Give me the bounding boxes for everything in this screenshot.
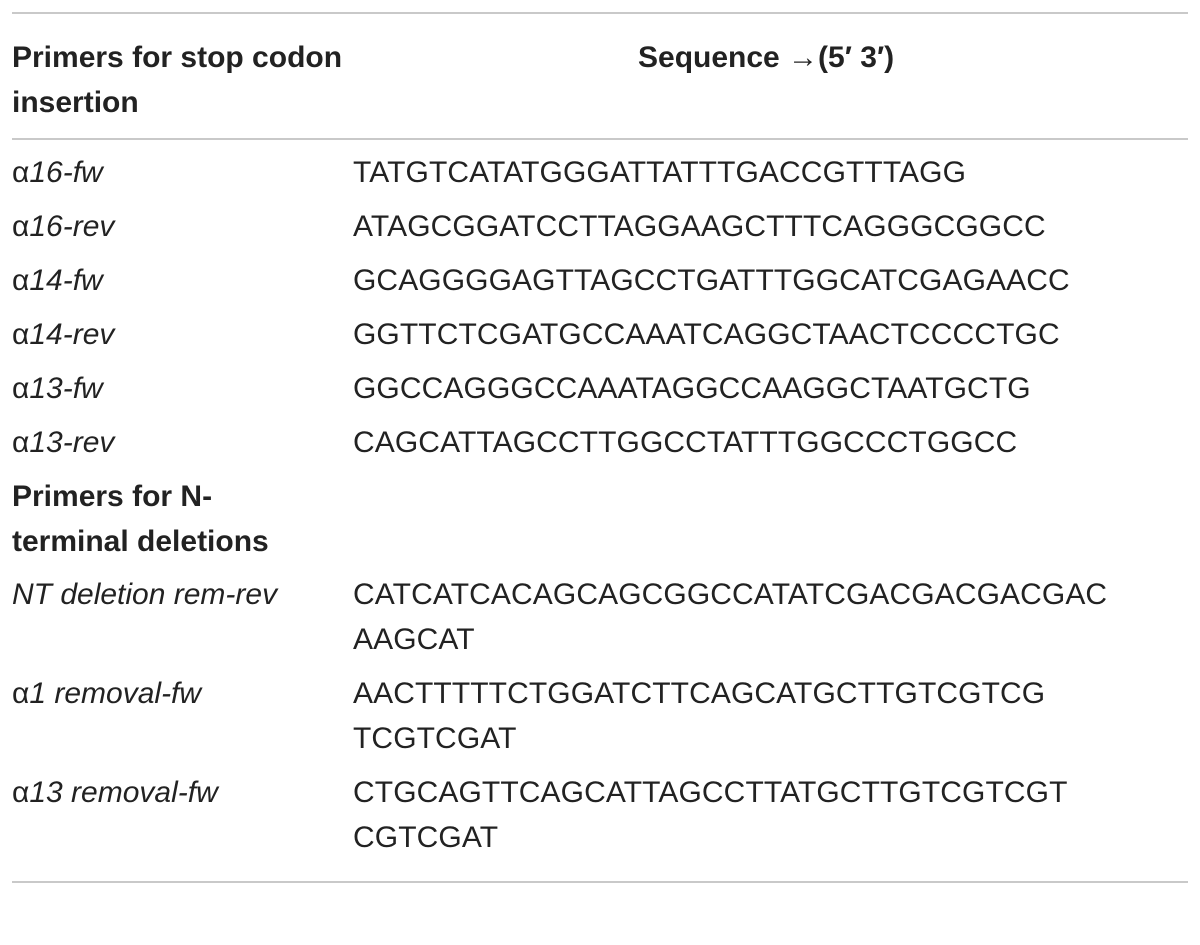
primer-name: α16-fw bbox=[12, 150, 353, 195]
primer-label: 13-fw bbox=[29, 372, 103, 405]
primer-name: α13-rev bbox=[12, 420, 353, 465]
table-row: α14-fw GCAGGGGAGTTAGCCTGATTTGGCATCGAGAAC… bbox=[12, 258, 1188, 312]
primer-label: 1 removal-fw bbox=[29, 677, 202, 710]
table-row: α16-fw TATGTCATATGGGATTATTTGACCGTTTAGG bbox=[12, 150, 1188, 204]
table-row: α14-rev GGTTCTCGATGCCAAATCAGGCTAACTCCCCT… bbox=[12, 312, 1188, 366]
table-header: Primers for stop codon insertion Sequenc… bbox=[12, 14, 1188, 138]
primer-label: NT deletion rem-rev bbox=[12, 578, 278, 611]
primer-prefix: α bbox=[12, 318, 30, 351]
primer-label: 14-fw bbox=[29, 264, 103, 297]
top-rule bbox=[12, 12, 1188, 14]
primer-name: α13 removal-fw bbox=[12, 770, 353, 815]
sequence-line: CGTCGAT bbox=[353, 821, 499, 854]
primer-label: 16-rev bbox=[29, 210, 115, 243]
primer-prefix: α bbox=[12, 156, 30, 189]
primer-name: α16-rev bbox=[12, 204, 353, 249]
primer-sequence: TATGTCATATGGGATTATTTGACCGTTTAGG bbox=[353, 156, 967, 189]
primer-name: α14-fw bbox=[12, 258, 353, 303]
primer-name: α1 removal-fw bbox=[12, 671, 353, 716]
table-row: α1 removal-fw AACTTTTTCTGGATCTTCAGCATGCT… bbox=[12, 671, 1188, 770]
primer-prefix: α bbox=[12, 426, 30, 459]
header-primers: Primers for stop codon insertion bbox=[12, 41, 343, 119]
bottom-rule bbox=[12, 881, 1188, 883]
primer-sequence: CATCATCACAGCAGCGGCCATATCGACGACGACGAC AAG… bbox=[353, 572, 1188, 662]
primer-sequence: AACTTTTTCTGGATCTTCAGCATGCTTGTCGTCG TCGTC… bbox=[353, 671, 1188, 761]
primer-table: Primers for stop codon insertion Sequenc… bbox=[12, 12, 1188, 883]
primer-prefix: α bbox=[12, 264, 30, 297]
primer-name: α14-rev bbox=[12, 312, 353, 357]
sequence-line: TCGTCGAT bbox=[353, 722, 517, 755]
sequence-line: CATCATCACAGCAGCGGCCATATCGACGACGACGAC bbox=[353, 578, 1108, 611]
table-body: α16-fw TATGTCATATGGGATTATTTGACCGTTTAGG α… bbox=[12, 140, 1188, 881]
sequence-line: AACTTTTTCTGGATCTTCAGCATGCTTGTCGTCG bbox=[353, 677, 1046, 710]
section-title-n-terminal: Primers for N-terminal deletions bbox=[12, 480, 269, 558]
header-sequence: Sequence →(5′ 3′) bbox=[638, 41, 895, 74]
primer-prefix: α bbox=[12, 210, 30, 243]
table-row: α16-rev ATAGCGGATCCTTAGGAAGCTTTCAGGGCGGC… bbox=[12, 204, 1188, 258]
table-row: α13 removal-fw CTGCAGTTCAGCATTAGCCTTATGC… bbox=[12, 770, 1188, 869]
primer-name: NT deletion rem-rev bbox=[12, 572, 353, 617]
table-row: NT deletion rem-rev CATCATCACAGCAGCGGCCA… bbox=[12, 572, 1188, 671]
primer-prefix: α bbox=[12, 776, 30, 809]
primer-sequence: GCAGGGGAGTTAGCCTGATTTGGCATCGAGAACC bbox=[353, 264, 1070, 297]
primer-label: 13-rev bbox=[29, 426, 115, 459]
primer-sequence: ATAGCGGATCCTTAGGAAGCTTTCAGGGCGGCC bbox=[353, 210, 1046, 243]
primer-label: 16-fw bbox=[29, 156, 103, 189]
primer-prefix: α bbox=[12, 677, 30, 710]
primer-label: 13 removal-fw bbox=[29, 776, 218, 809]
primer-sequence: GGCCAGGGCCAAATAGGCCAAGGCTAATGCTG bbox=[353, 372, 1031, 405]
primer-sequence: CTGCAGTTCAGCATTAGCCTTATGCTTGTCGTCGT CGTC… bbox=[353, 770, 1188, 860]
table-row: α13-rev CAGCATTAGCCTTGGCCTATTTGGCCCTGGCC bbox=[12, 420, 1188, 474]
sequence-line: CTGCAGTTCAGCATTAGCCTTATGCTTGTCGTCGT bbox=[353, 776, 1068, 809]
primer-label: 14-rev bbox=[29, 318, 115, 351]
header-rule bbox=[12, 138, 1188, 140]
primer-sequence: CAGCATTAGCCTTGGCCTATTTGGCCCTGGCC bbox=[353, 426, 1018, 459]
primer-name: α13-fw bbox=[12, 366, 353, 411]
sequence-line: AAGCAT bbox=[353, 623, 475, 656]
table-row: α13-fw GGCCAGGGCCAAATAGGCCAAGGCTAATGCTG bbox=[12, 366, 1188, 420]
primer-prefix: α bbox=[12, 372, 30, 405]
primer-sequence: GGTTCTCGATGCCAAATCAGGCTAACTCCCCTGC bbox=[353, 318, 1060, 351]
